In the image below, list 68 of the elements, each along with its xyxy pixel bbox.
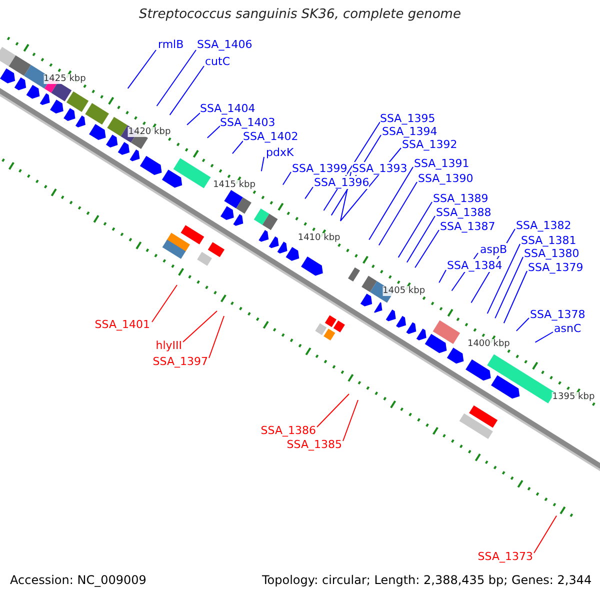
leader-line	[232, 140, 244, 154]
leader-line	[182, 310, 218, 342]
leader-line	[156, 50, 196, 106]
gene-label: SSA_1397	[152, 355, 208, 368]
leader-line	[534, 332, 554, 343]
gene-label: SSA_1381	[521, 234, 576, 247]
leader-line	[414, 230, 440, 268]
gene-label: SSA_1390	[418, 172, 474, 185]
scale-label: 1395 kbp	[552, 392, 595, 402]
leader-line	[534, 515, 558, 554]
gene-label: SSA_1384	[447, 259, 502, 272]
gene-label: SSA_1382	[516, 219, 572, 232]
leader-line	[208, 316, 224, 358]
gene-label: hlyIII	[156, 339, 182, 352]
title: Streptococcus sanguinis SK36, complete genome	[139, 8, 461, 21]
gene-label: SSA_1386	[260, 424, 316, 437]
gene-label: SSA_1406	[197, 38, 252, 51]
leader-line	[342, 400, 358, 442]
leader-line	[127, 50, 156, 89]
gene-label: SSA_1395	[380, 112, 436, 125]
gene-label: SSA_1387	[440, 220, 496, 233]
gene-label: SSA_1404	[200, 102, 256, 115]
gene-label: SSA_1373	[478, 550, 533, 563]
gene-label: SSA_1392	[402, 138, 458, 151]
gene-label: pdxK	[266, 146, 294, 159]
gene-label: cutC	[205, 55, 230, 68]
leader-line	[316, 394, 350, 428]
gene-label: rmlB	[158, 38, 184, 51]
gene-label: SSA_1399	[292, 162, 348, 175]
gene-label: SSA_1393	[352, 162, 408, 175]
scale-label: 1400 kbp	[467, 338, 510, 349]
leader-line	[516, 318, 530, 332]
leader-line	[398, 202, 432, 258]
leader-line	[152, 284, 178, 322]
footer-text: Accession: NC_009009	[10, 574, 146, 587]
leader-line	[260, 156, 264, 172]
leader-line	[486, 244, 520, 314]
gene-label: aspB	[480, 243, 508, 256]
leader-line	[406, 216, 436, 263]
leader-line	[169, 66, 204, 116]
gene-label: SSA_1396	[314, 176, 370, 189]
gene-label: SSA_1403	[220, 116, 276, 129]
gene-label: asnC	[554, 322, 582, 335]
leader-line	[438, 270, 446, 284]
leader-line	[304, 186, 314, 200]
gene-label: SSA_1380	[524, 247, 580, 260]
leader-line	[494, 256, 524, 319]
scale-label: 1405 kbp	[382, 286, 426, 296]
scale-label: 1425 kbp	[43, 74, 86, 84]
scale-label: 1410 kbp	[298, 232, 340, 243]
leader-line	[503, 270, 528, 324]
gene-label: SSA_1391	[414, 157, 470, 170]
leader-line	[378, 182, 418, 246]
leader-line	[186, 112, 200, 126]
scale-label: 1420 kbp	[128, 126, 171, 137]
leader-line	[282, 172, 292, 186]
gene-label: SSA_1401	[94, 318, 150, 331]
footer-text: Topology: circular; Length: 2,388,435 bp; Genes: 2,344	[262, 574, 592, 587]
gene-label: SSA_1394	[382, 125, 438, 138]
leader-line	[206, 126, 220, 138]
gene-label: SSA_1402	[243, 130, 298, 143]
gene-label: SSA_1379	[528, 261, 584, 274]
gene-label: SSA_1388	[436, 206, 492, 219]
scale-label: 1415 kbp	[213, 180, 256, 190]
gene-label: SSA_1378	[530, 308, 586, 321]
gene-label: SSA_1385	[286, 438, 342, 451]
gene-label: SSA_1389	[433, 192, 488, 205]
leader-line	[368, 166, 414, 240]
